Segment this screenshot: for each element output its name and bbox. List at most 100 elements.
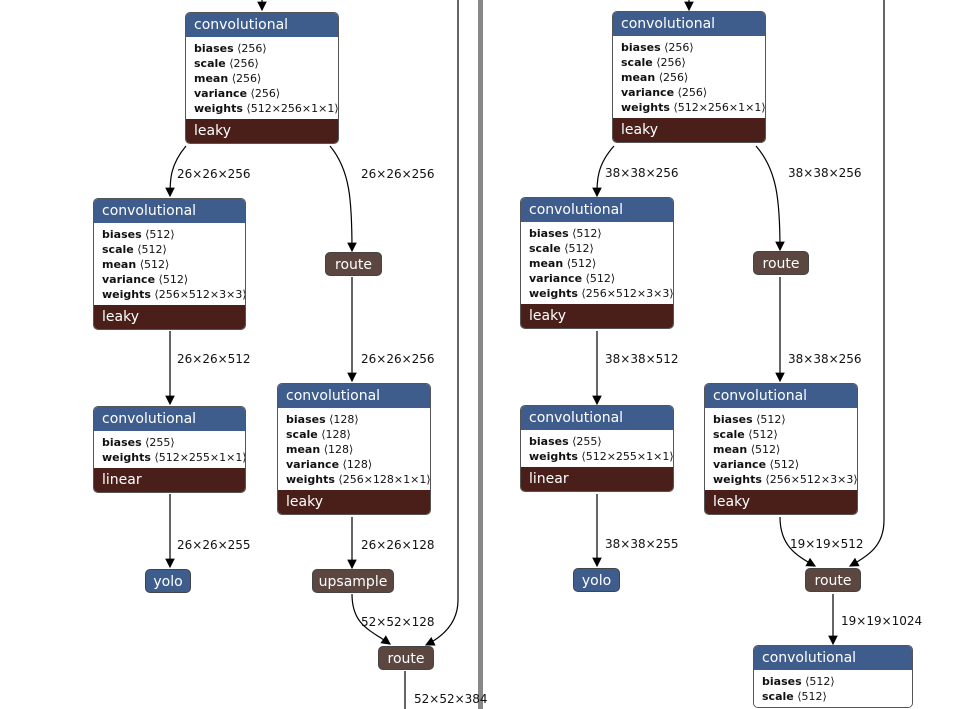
node-title: convolutional [754, 646, 912, 670]
param-row: weights ⟨256×512×3×3⟩ [529, 286, 673, 301]
edge-label: 26×26×512 [177, 352, 251, 366]
yolo-node[interactable]: yolo [145, 569, 191, 593]
edge-label: 26×26×256 [361, 167, 435, 181]
param-row: variance ⟨512⟩ [713, 457, 857, 472]
param-row: biases ⟨512⟩ [529, 226, 673, 241]
param-name: weights [713, 473, 762, 486]
param-shape: ⟨256⟩ [229, 57, 259, 70]
panel-divider[interactable] [478, 0, 483, 709]
upsample-node[interactable]: upsample [312, 569, 394, 593]
edge-label: 38×38×256 [605, 166, 679, 180]
param-name: mean [194, 72, 229, 85]
param-name: weights [286, 473, 335, 486]
param-shape: ⟨256×128×1×1⟩ [338, 473, 431, 486]
activation-label: leaky [186, 119, 338, 143]
param-row: scale ⟨512⟩ [713, 427, 857, 442]
param-shape: ⟨512×256×1×1⟩ [246, 102, 339, 115]
param-row: mean ⟨256⟩ [194, 71, 338, 86]
param-row: mean ⟨512⟩ [529, 256, 673, 271]
param-row: scale ⟨128⟩ [286, 427, 430, 442]
param-shape: ⟨256⟩ [658, 71, 689, 84]
param-shape: ⟨128⟩ [323, 443, 354, 456]
param-shape: ⟨255⟩ [572, 435, 602, 448]
edge-label: 19×19×1024 [841, 614, 923, 628]
param-shape: ⟨128⟩ [321, 428, 351, 441]
param-name: weights [529, 287, 578, 300]
node-params: biases ⟨512⟩scale ⟨512⟩ [754, 670, 912, 707]
convolutional-node[interactable]: convolutional biases ⟨512⟩scale ⟨512⟩mean… [520, 197, 674, 329]
node-params: biases ⟨255⟩weights ⟨512×255×1×1⟩ [94, 431, 245, 468]
param-name: variance [713, 458, 767, 471]
param-name: biases [102, 228, 142, 241]
param-row: variance ⟨512⟩ [102, 272, 245, 287]
param-name: biases [529, 435, 569, 448]
param-shape: ⟨512×255×1×1⟩ [154, 451, 246, 464]
param-shape: ⟨512×255×1×1⟩ [581, 450, 674, 463]
node-params: biases ⟨255⟩ weights ⟨512×255×1×1⟩ [521, 430, 673, 467]
param-name: biases [713, 413, 753, 426]
param-shape: ⟨512⟩ [585, 272, 616, 285]
route-node[interactable]: route [325, 252, 382, 276]
param-shape: ⟨128⟩ [342, 458, 373, 471]
param-row: weights ⟨256×512×3×3⟩ [102, 287, 245, 302]
edge-label: 38×38×255 [605, 537, 679, 551]
route-node[interactable]: route [753, 251, 809, 275]
node-params: biases ⟨128⟩scale ⟨128⟩mean ⟨128⟩varianc… [278, 408, 430, 490]
param-shape: ⟨512⟩ [139, 258, 170, 271]
route-node[interactable]: route [378, 646, 434, 670]
param-row: scale ⟨256⟩ [621, 55, 765, 70]
param-shape: ⟨256⟩ [677, 86, 708, 99]
node-title: convolutional [521, 198, 673, 222]
activation-label: linear [521, 467, 673, 491]
param-row: scale ⟨512⟩ [762, 689, 912, 704]
param-name: weights [529, 450, 578, 463]
param-name: biases [621, 41, 661, 54]
param-shape: ⟨256⟩ [656, 56, 686, 69]
node-title: convolutional [278, 384, 430, 408]
node-params: biases ⟨512⟩scale ⟨512⟩mean ⟨512⟩varianc… [94, 223, 245, 305]
param-name: scale [194, 57, 226, 70]
param-row: weights ⟨512×255×1×1⟩ [102, 450, 245, 465]
param-row: weights ⟨256×128×1×1⟩ [286, 472, 430, 487]
param-name: weights [194, 102, 243, 115]
param-row: weights ⟨512×256×1×1⟩ [194, 101, 338, 116]
param-shape: ⟨512⟩ [769, 458, 800, 471]
activation-label: leaky [521, 304, 673, 328]
param-row: variance ⟨256⟩ [621, 85, 765, 100]
param-row: mean ⟨128⟩ [286, 442, 430, 457]
param-shape: ⟨256⟩ [664, 41, 694, 54]
param-row: scale ⟨256⟩ [194, 56, 338, 71]
param-name: mean [102, 258, 137, 271]
param-shape: ⟨512⟩ [572, 227, 602, 240]
param-shape: ⟨512⟩ [797, 690, 827, 703]
param-row: variance ⟨256⟩ [194, 86, 338, 101]
yolo-node[interactable]: yolo [573, 568, 620, 592]
param-name: scale [621, 56, 653, 69]
param-name: scale [102, 243, 134, 256]
param-name: mean [286, 443, 321, 456]
param-name: mean [621, 71, 656, 84]
edge-label: 52×52×128 [361, 615, 435, 629]
node-title: convolutional [186, 13, 338, 37]
param-shape: ⟨255⟩ [145, 436, 175, 449]
param-name: weights [102, 451, 151, 464]
node-title: convolutional [94, 407, 245, 431]
param-shape: ⟨128⟩ [329, 413, 359, 426]
param-row: scale ⟨512⟩ [529, 241, 673, 256]
node-title: convolutional [613, 12, 765, 36]
route-node[interactable]: route [805, 568, 861, 592]
param-shape: ⟨256⟩ [231, 72, 262, 85]
node-params: biases ⟨256⟩scale ⟨256⟩mean ⟨256⟩varianc… [186, 37, 338, 119]
node-title: convolutional [94, 199, 245, 223]
param-row: weights ⟨512×256×1×1⟩ [621, 100, 765, 115]
